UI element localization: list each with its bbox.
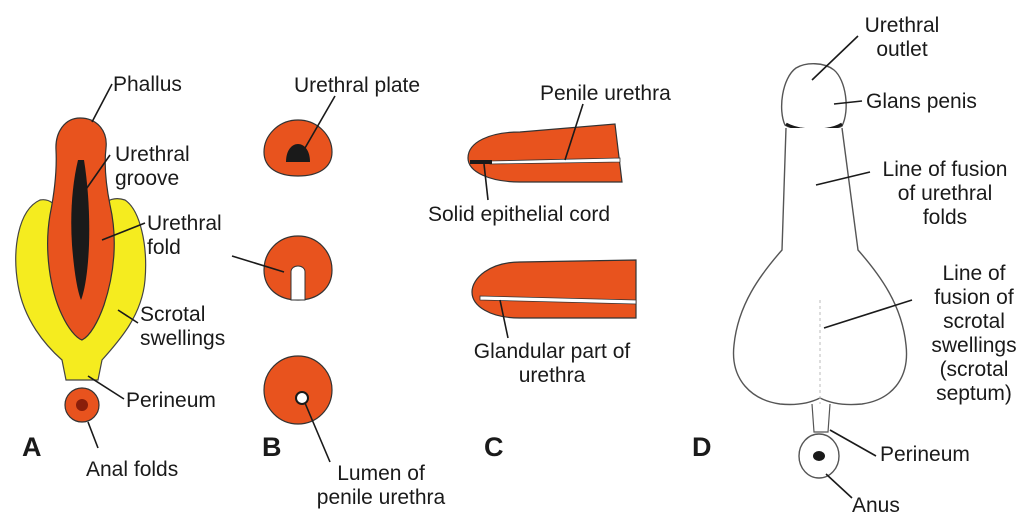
label-perineum-d: Perineum	[880, 443, 970, 467]
label-perineum-a: Perineum	[126, 389, 216, 413]
label-urethral-plate: Urethral plate	[294, 74, 420, 98]
label-line-fusion-scrotal-swellings: Line of fusion of scrotal swellings (scr…	[920, 262, 1028, 406]
penis-section-upper	[468, 124, 622, 182]
label-phallus: Phallus	[113, 73, 182, 97]
label-line-fusion-urethral-folds: Line of fusion of urethral folds	[870, 158, 1020, 230]
section-closed-urethra	[264, 356, 332, 424]
urethral-fold-cleft	[291, 266, 305, 300]
solid-epithelial-cord-shape	[470, 160, 492, 164]
label-anal-folds: Anal folds	[86, 458, 178, 482]
label-penile-urethra: Penile urethra	[540, 82, 671, 106]
panel-label-c: C	[484, 432, 504, 463]
anal-pit	[76, 399, 88, 411]
panel-label-d: D	[692, 432, 712, 463]
label-solid-epithelial-cord: Solid epithelial cord	[428, 203, 610, 227]
panel-label-b: B	[262, 432, 282, 463]
panel-b-illustration	[232, 96, 335, 462]
penis-section-lower	[472, 260, 636, 318]
panel-label-a: A	[22, 432, 42, 463]
label-glans-penis: Glans penis	[866, 90, 977, 114]
label-anus: Anus	[852, 494, 900, 515]
lumen-shape	[296, 392, 308, 404]
perineum-stub	[812, 404, 830, 432]
anus-pit	[813, 451, 825, 461]
glans-penis-shape	[782, 64, 847, 131]
